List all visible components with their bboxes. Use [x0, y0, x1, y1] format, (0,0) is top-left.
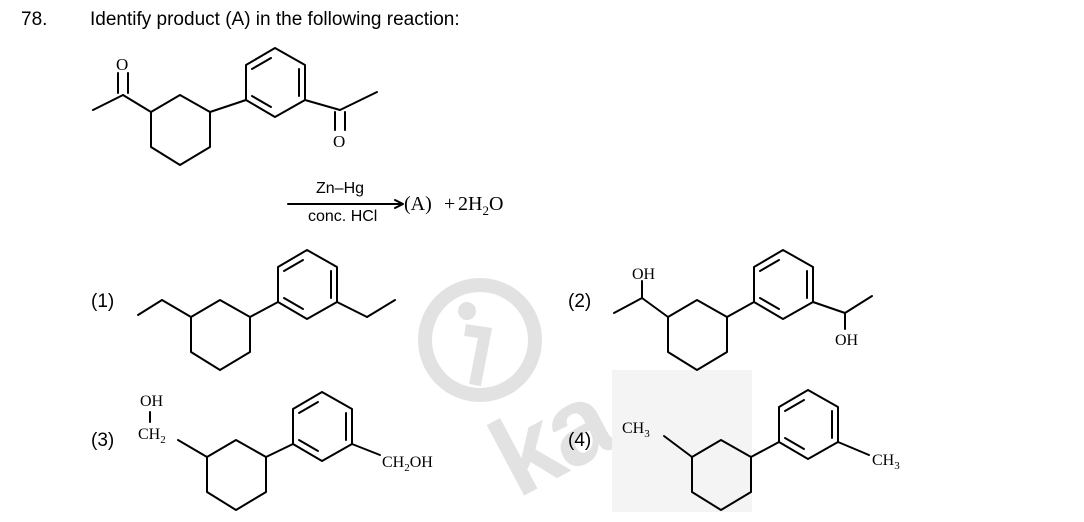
option-2-oh-top: OH — [632, 266, 656, 283]
plus-sign: + — [444, 193, 455, 215]
reactant-oxygen-left: O — [116, 55, 128, 74]
reagent-conc-hcl: conc. HCl — [308, 208, 377, 225]
option-4-ch3-left: CH3 — [622, 420, 650, 440]
option-3-ch2oh-right: CH2OH — [382, 454, 433, 474]
option-3-label: (3) — [91, 430, 115, 451]
watermark-logo-icon — [418, 278, 542, 402]
option-4-ch3-right: CH3 — [872, 452, 900, 472]
question-text: Identify product (A) in the following re… — [90, 9, 460, 30]
reagent-zn-hg: Zn–Hg — [316, 180, 364, 197]
watermark-panel — [612, 370, 752, 512]
option-2-structure — [613, 249, 873, 371]
reactant-structure — [92, 47, 378, 166]
option-2-label: (2) — [568, 291, 592, 312]
option-1-structure — [137, 249, 396, 371]
reactant-oxygen-right: O — [333, 132, 345, 151]
option-3-ch2-left: CH2 — [138, 426, 166, 446]
option-3-structure — [149, 391, 381, 511]
question-number: 78. — [21, 9, 48, 30]
option-4-label: (4) — [568, 430, 592, 451]
option-3-oh: OH — [140, 393, 164, 410]
water-formula: 2H2O — [458, 193, 503, 218]
option-4-structure — [663, 389, 870, 511]
product-a-label: (A) — [404, 193, 432, 215]
option-1-label: (1) — [91, 291, 115, 312]
option-2-oh-bottom: OH — [835, 332, 859, 349]
